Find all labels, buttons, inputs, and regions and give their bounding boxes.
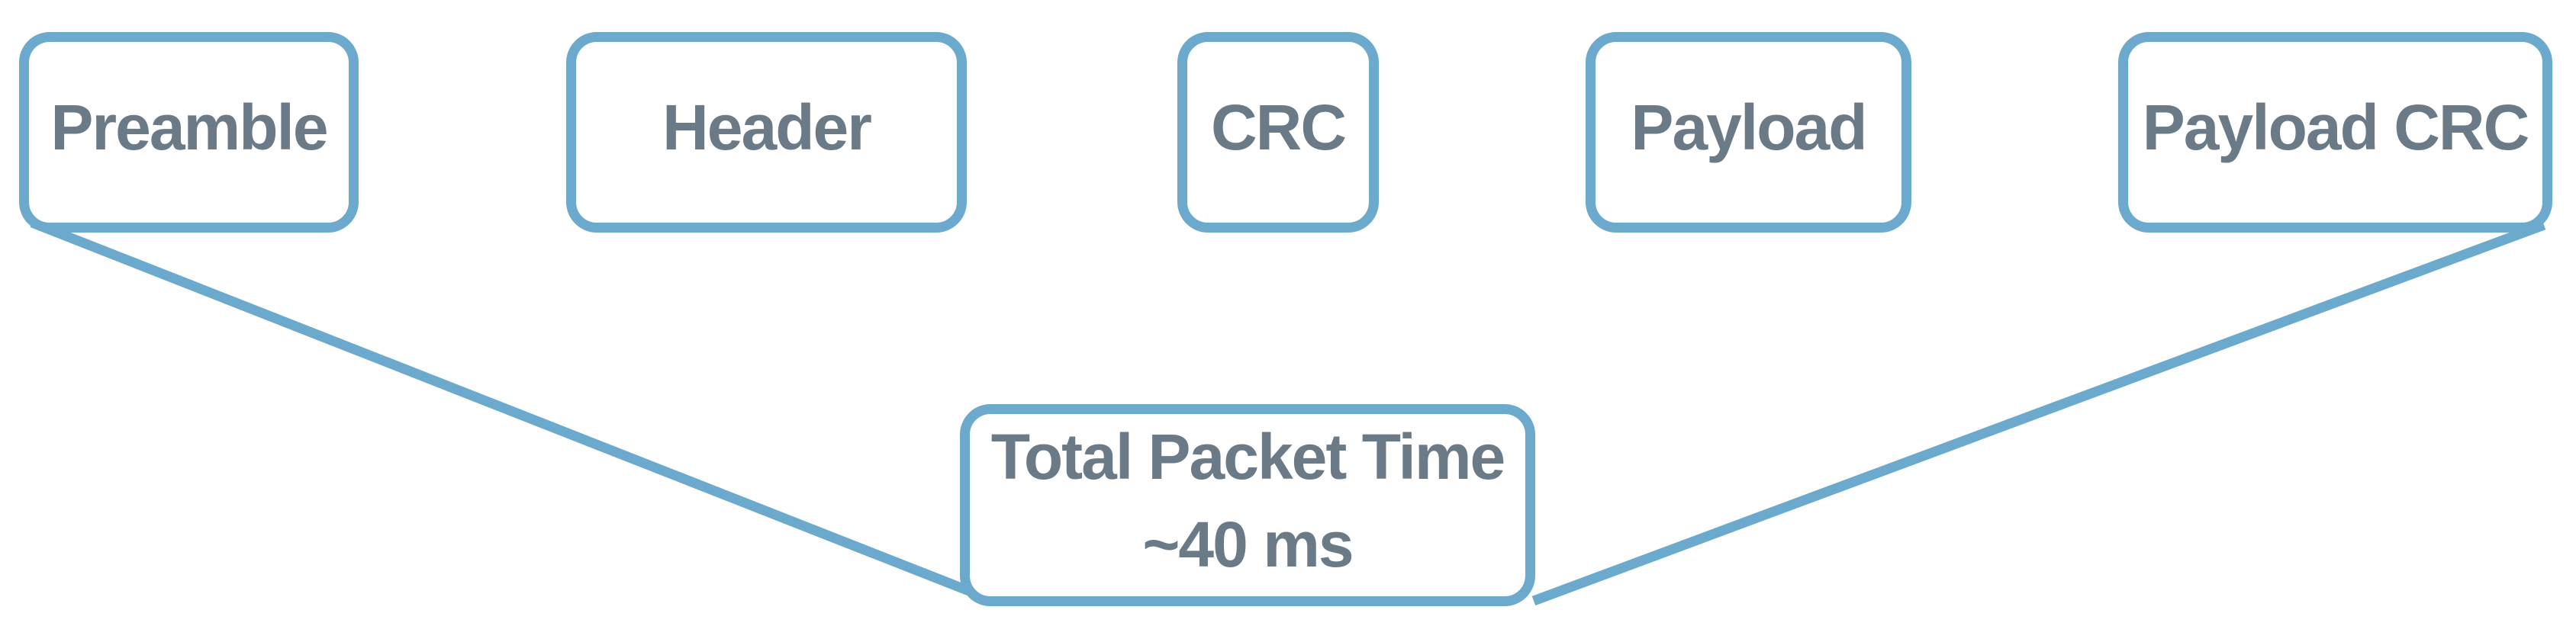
box-total-packet-time: Total Packet Time ~40 ms <box>960 404 1535 606</box>
box-preamble: Preamble <box>19 32 359 233</box>
box-header-label: Header <box>662 91 872 164</box>
box-payload-crc: Payload CRC <box>2118 32 2552 233</box>
box-crc: CRC <box>1177 32 1379 233</box>
box-crc-label: CRC <box>1211 91 1347 164</box>
box-payload: Payload <box>1586 32 1911 233</box>
box-payload-crc-label: Payload CRC <box>2142 91 2529 164</box>
box-header: Header <box>566 32 967 233</box>
box-payload-label: Payload <box>1631 91 1867 164</box>
total-packet-time-line2: ~40 ms <box>1142 508 1354 580</box>
total-packet-time-line1: Total Packet Time <box>990 421 1505 493</box>
box-preamble-label: Preamble <box>50 91 328 164</box>
right-connector-line <box>1531 220 2546 606</box>
left-connector-line <box>30 217 997 606</box>
